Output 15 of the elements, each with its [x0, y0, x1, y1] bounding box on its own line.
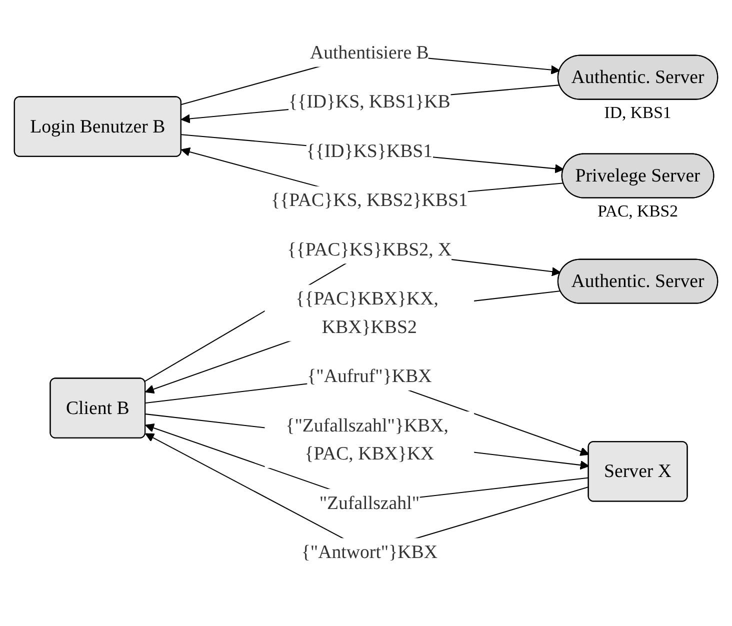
node-caption: PAC, KBS2: [598, 202, 678, 221]
edge-label: {{ID}KS}KBS1: [306, 140, 433, 162]
edge-label: Authentisiere B: [310, 42, 429, 63]
node-caption: ID, KBS1: [604, 103, 672, 122]
edge-label: {{ID}KS, KBS1}KB: [288, 90, 450, 112]
edge-label: {{PAC}KS, KBS2}KBS1: [270, 189, 468, 210]
edge-label: {{PAC}KS}KBS2, X: [287, 238, 452, 260]
arrow: [181, 134, 564, 174]
edge-label: {{PAC}KBX}KX, KBX}KBS2: [296, 288, 439, 338]
edge-label: {"Antwort"}KBX: [301, 541, 438, 562]
edge-label: {"Aufruf"}KBX: [307, 365, 432, 386]
edge-label: {"Zufallszahl"}KBX, {PAC, KBX}KX: [286, 414, 448, 464]
arrow: [181, 84, 560, 124]
edge-label: "Zufallszahl": [319, 492, 420, 514]
arrow: [145, 290, 561, 394]
